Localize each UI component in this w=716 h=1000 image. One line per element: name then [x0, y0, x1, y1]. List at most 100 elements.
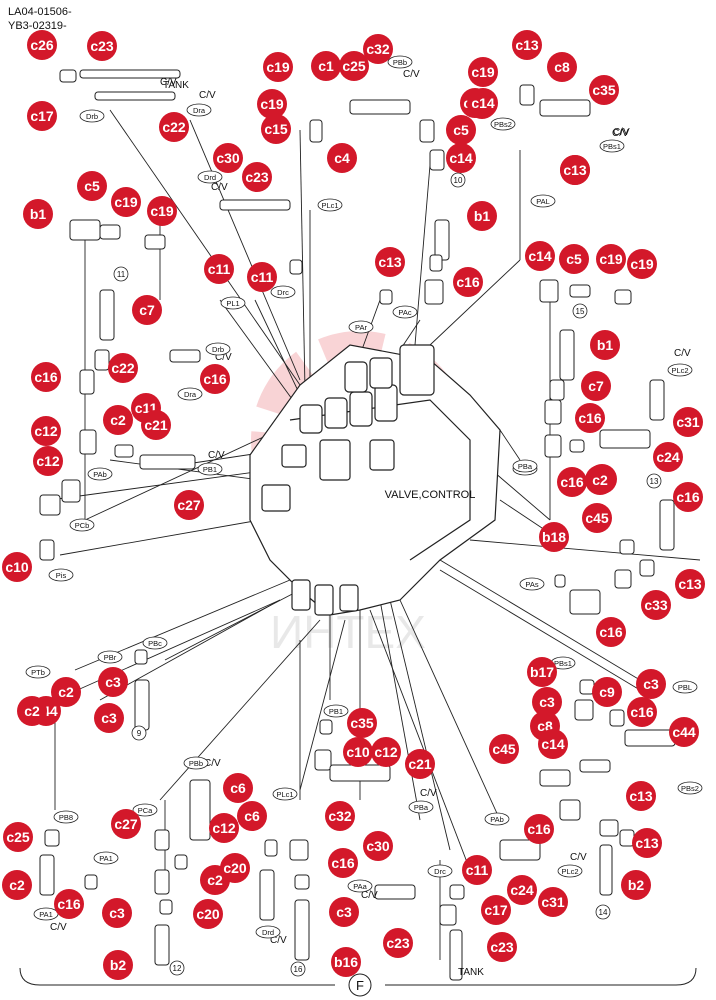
port-label: PAc — [392, 305, 418, 319]
fitting — [134, 679, 150, 731]
svg-text:c14: c14 — [449, 150, 473, 166]
fitting — [154, 924, 170, 966]
fitting — [39, 494, 61, 516]
section-bracket: F — [19, 967, 697, 997]
svg-text:PA1: PA1 — [39, 910, 53, 919]
fitting — [374, 884, 416, 900]
fitting — [609, 709, 625, 727]
fitting — [159, 899, 173, 915]
fitting — [519, 84, 535, 106]
svg-text:PB1: PB1 — [329, 707, 343, 716]
callout-badge: c33 — [641, 590, 671, 620]
text-label: C/V — [204, 758, 221, 769]
leader-line — [389, 599, 451, 851]
callout-badge: c12 — [371, 737, 401, 767]
svg-text:b17: b17 — [530, 664, 554, 680]
callout-badge: c11 — [204, 254, 234, 284]
fitting — [599, 429, 651, 449]
section-label: F — [356, 978, 364, 993]
callout-badge: c8 — [547, 52, 577, 82]
fitting — [624, 729, 676, 747]
svg-text:c5: c5 — [453, 122, 469, 138]
ref-number: 12 — [169, 960, 185, 976]
svg-text:c19: c19 — [114, 194, 138, 210]
fitting — [139, 454, 196, 470]
svg-text:c21: c21 — [408, 756, 432, 772]
callout-badge: c19 — [627, 249, 657, 279]
svg-text:b18: b18 — [542, 529, 566, 545]
callout-badge: c22 — [108, 353, 138, 383]
svg-text:c3: c3 — [105, 674, 121, 690]
callout-badge: c30 — [363, 831, 393, 861]
port-label: PAb — [87, 467, 113, 481]
svg-text:c16: c16 — [34, 369, 58, 385]
svg-text:c19: c19 — [599, 251, 623, 267]
callout-badge: b2 — [621, 870, 651, 900]
callout-badge: c13 — [375, 247, 405, 277]
callout-badge: c25 — [339, 51, 369, 81]
text-label: TANK — [163, 80, 189, 91]
callout-badge: c32 — [325, 801, 355, 831]
port-label: PLc1 — [317, 198, 343, 212]
port-label: PCa — [132, 803, 158, 817]
callout-badge: c45 — [489, 734, 519, 764]
svg-text:c7: c7 — [588, 378, 604, 394]
callout-badge: c16 — [627, 697, 657, 727]
callout-badge: c27 — [174, 490, 204, 520]
svg-text:PBb: PBb — [189, 759, 203, 768]
svg-text:c16: c16 — [676, 489, 700, 505]
text-label: C/V — [50, 922, 67, 933]
svg-text:9: 9 — [137, 729, 142, 738]
fitting — [559, 799, 581, 821]
fitting — [69, 219, 101, 241]
svg-text:c10: c10 — [346, 744, 370, 760]
fitting — [539, 769, 571, 787]
callout-badge: c31 — [538, 887, 568, 917]
callout-badge: c27 — [111, 809, 141, 839]
fitting — [314, 749, 332, 771]
svg-text:c2: c2 — [207, 872, 223, 888]
callout-badge: c22 — [159, 112, 189, 142]
text-label: C/V — [208, 450, 225, 461]
callout-badge: c14 — [538, 729, 568, 759]
svg-text:c23: c23 — [490, 939, 514, 955]
fitting — [574, 699, 594, 721]
svg-text:PLc2: PLc2 — [671, 366, 688, 375]
control-valve-body — [249, 344, 501, 616]
fitting — [319, 719, 333, 735]
port-label: PBb — [183, 756, 209, 770]
fitting — [599, 819, 619, 837]
fitting — [614, 569, 632, 589]
leader-line — [399, 599, 501, 821]
svg-text:c13: c13 — [635, 835, 659, 851]
callout-badge: b1 — [23, 199, 53, 229]
svg-text:c3: c3 — [336, 904, 352, 920]
svg-text:c16: c16 — [527, 821, 551, 837]
svg-text:c20: c20 — [223, 860, 247, 876]
fitting — [219, 199, 291, 211]
svg-text:c5: c5 — [84, 178, 100, 194]
valve-control-label: VALVE,CONTROL — [385, 489, 476, 501]
svg-text:PA1: PA1 — [99, 854, 113, 863]
callout-badge: b18 — [539, 522, 569, 552]
callout-badge: c17 — [27, 101, 57, 131]
leader-line — [99, 599, 281, 701]
svg-text:c26: c26 — [30, 37, 54, 53]
fitting — [39, 854, 55, 896]
fitting — [329, 764, 391, 782]
callout-badge: b16 — [331, 947, 361, 977]
svg-text:PBc: PBc — [148, 639, 162, 648]
svg-text:b16: b16 — [334, 954, 358, 970]
callout-badge: c16 — [453, 267, 483, 297]
svg-text:c11: c11 — [251, 269, 274, 285]
leader-line — [439, 559, 641, 681]
svg-text:c32: c32 — [366, 41, 390, 57]
svg-text:PBL: PBL — [678, 683, 692, 692]
callout-badge: c32 — [363, 34, 393, 64]
svg-text:c25: c25 — [6, 829, 30, 845]
port-label: PLc1 — [272, 787, 298, 801]
svg-text:c1: c1 — [318, 58, 334, 74]
ref-number: 10 — [450, 172, 466, 188]
callout-badge: b1 — [590, 330, 620, 360]
ref-number: 15 — [572, 303, 588, 319]
